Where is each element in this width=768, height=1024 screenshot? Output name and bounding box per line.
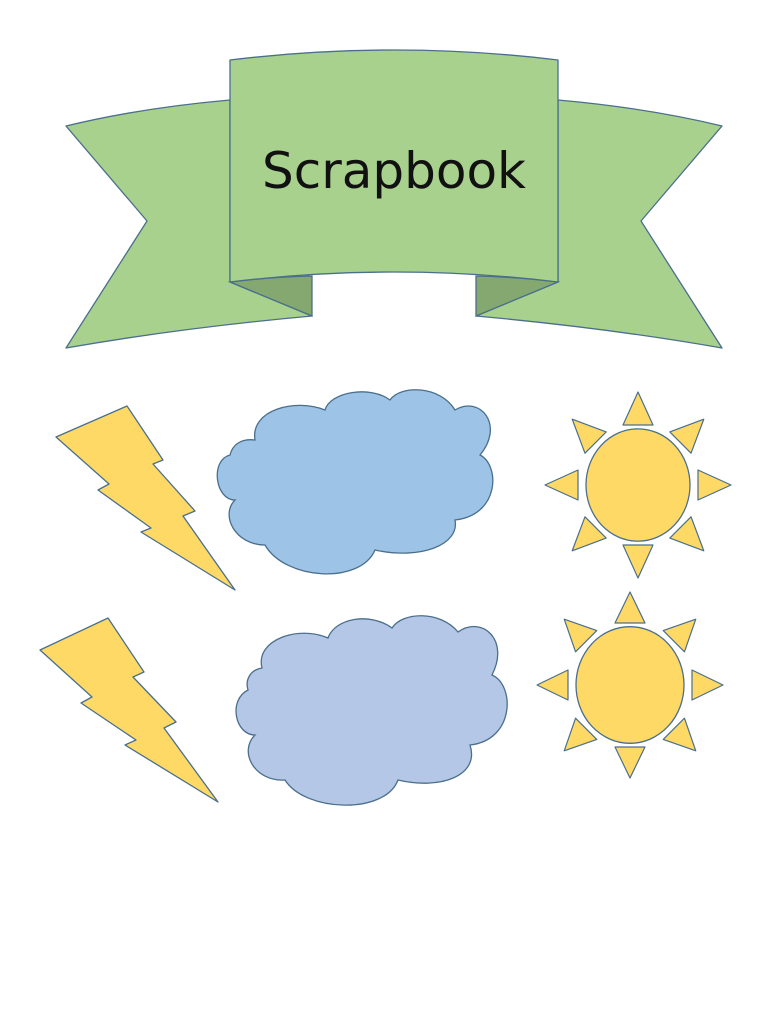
lightning-icon <box>55 405 236 591</box>
sun-ray <box>614 746 646 779</box>
sun-ray <box>662 618 697 653</box>
sun-ray <box>571 418 607 454</box>
sun-ray <box>622 544 654 579</box>
page-title: Scrapbook <box>262 142 526 200</box>
sun-ray <box>697 469 732 501</box>
sun-ray <box>544 469 579 501</box>
sun-ray <box>622 391 654 426</box>
title-banner: Scrapbook <box>65 49 723 349</box>
sun-ray <box>571 516 607 552</box>
sun-core <box>585 428 691 542</box>
banner-right-tail <box>475 99 723 349</box>
sun-icon <box>536 591 724 779</box>
sun-core <box>575 626 685 744</box>
banner-center <box>229 49 559 283</box>
sun-ray <box>614 591 646 624</box>
cloud-icon <box>216 389 494 575</box>
cloud-icon <box>235 615 508 806</box>
sun-icon <box>544 391 732 579</box>
sun-ray <box>662 717 697 752</box>
sun-ray <box>563 618 598 653</box>
sun-ray <box>536 669 569 701</box>
sun-ray <box>669 516 705 552</box>
banner-left-tail <box>65 99 313 349</box>
sun-ray <box>691 669 724 701</box>
lightning-icon <box>39 617 219 803</box>
sun-ray <box>669 418 705 454</box>
sun-ray <box>563 717 598 752</box>
